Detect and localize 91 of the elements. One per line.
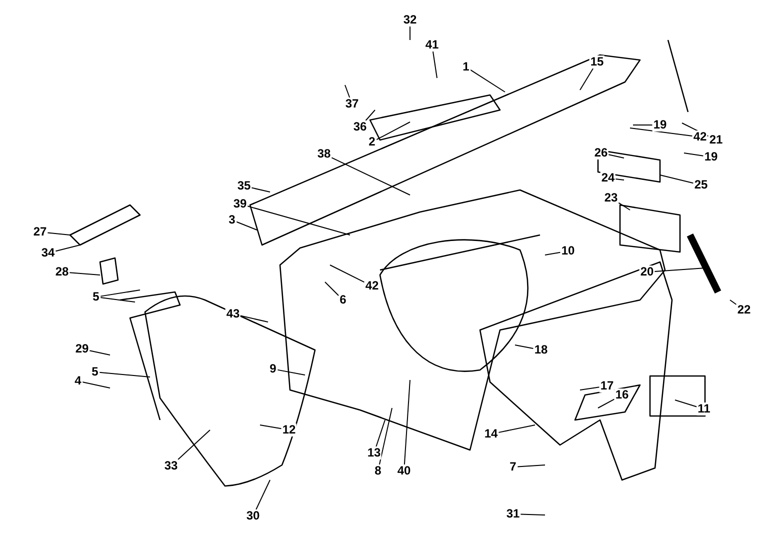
callout-number: 1 — [462, 60, 470, 74]
leader-line — [247, 206, 350, 236]
leader-line — [82, 381, 110, 388]
leader-line — [55, 244, 80, 252]
leader-line — [260, 424, 282, 430]
callout-number: 22 — [736, 304, 752, 316]
callout-number: 31 — [505, 508, 521, 520]
leader-line — [251, 187, 270, 192]
leader-line — [330, 264, 365, 283]
leader-line — [276, 369, 306, 376]
callout-number: 36 — [352, 120, 368, 134]
callout-number: 7 — [508, 460, 518, 474]
callout-number: 18 — [533, 344, 549, 356]
callout-number: 39 — [232, 198, 248, 210]
callout-number: 2 — [368, 136, 376, 148]
leader-line — [654, 268, 706, 272]
callout-number: 5 — [92, 290, 100, 304]
leader-line — [324, 282, 340, 296]
callout-number: 5 — [90, 366, 100, 378]
callout-number: 15 — [589, 56, 605, 68]
leader-line — [47, 232, 70, 236]
callout-number: 14 — [483, 428, 499, 440]
leader-line — [100, 297, 136, 302]
leader-line — [100, 290, 140, 297]
leader-line — [331, 157, 410, 196]
callout-number: 8 — [374, 464, 382, 478]
callout-number: 42 — [364, 280, 380, 292]
leader-line — [580, 68, 594, 90]
callout-number: 24 — [600, 172, 616, 184]
callout-number: 3 — [228, 214, 236, 226]
leader-line — [365, 110, 376, 121]
leader-line — [404, 380, 410, 465]
leader-line — [240, 315, 268, 322]
callout-number: 25 — [693, 178, 709, 192]
callout-number: 4 — [74, 374, 82, 388]
callout-number: 20 — [639, 266, 655, 278]
leader-line — [470, 69, 506, 92]
leader-line — [674, 400, 698, 408]
leader-line — [89, 350, 110, 356]
callout-number: 19 — [652, 118, 668, 132]
callout-number: 10 — [560, 244, 576, 258]
callout-number: 9 — [268, 362, 278, 376]
leader-line — [598, 398, 615, 408]
leader-line — [376, 420, 386, 447]
leader-line — [376, 122, 410, 140]
callout-number: 19 — [703, 150, 719, 164]
callout-number: 37 — [344, 98, 360, 110]
callout-number: 6 — [338, 294, 348, 306]
callout-number: 11 — [696, 402, 712, 416]
leader-line — [520, 514, 546, 516]
leader-line — [730, 300, 737, 306]
callout-number: 40 — [396, 464, 412, 478]
callout-number: 28 — [54, 266, 70, 278]
leader-line — [378, 408, 392, 465]
leader-line — [498, 424, 536, 433]
callout-number: 16 — [614, 388, 630, 402]
callout-number: 33 — [163, 460, 179, 472]
leader-line — [684, 152, 704, 156]
leader-line — [514, 344, 534, 350]
callout-number: 32 — [402, 14, 418, 26]
callout-number: 23 — [603, 192, 619, 204]
leader-line — [432, 51, 438, 78]
leader-line — [615, 178, 624, 180]
leader-line — [256, 480, 270, 510]
callout-number: 43 — [225, 308, 241, 320]
leader-line — [608, 154, 624, 158]
leader-line — [660, 174, 694, 184]
callout-number: 34 — [40, 246, 56, 260]
leader-line — [618, 202, 630, 210]
leader-line — [344, 84, 350, 98]
callout-number: 35 — [236, 180, 252, 192]
leader-line — [98, 372, 150, 378]
callout-number: 30 — [245, 510, 261, 522]
leader-line — [630, 128, 693, 137]
callout-number: 29 — [74, 342, 90, 356]
callout-number: 27 — [32, 226, 48, 238]
callout-number: 13 — [366, 446, 382, 460]
callout-number: 17 — [599, 380, 615, 392]
callout-number: 21 — [708, 134, 724, 146]
callout-number: 38 — [316, 148, 332, 160]
leader-line — [632, 124, 653, 126]
leader-line — [580, 386, 600, 390]
leader-line — [544, 252, 561, 256]
callout-number: 41 — [424, 38, 440, 52]
callout-number: 42 — [692, 130, 708, 144]
callout-number: 12 — [281, 424, 297, 436]
leader-line — [516, 464, 546, 468]
callout-number: 26 — [593, 146, 609, 160]
leader-line — [236, 221, 258, 230]
leader-line — [178, 430, 210, 460]
leader-line — [69, 272, 100, 276]
